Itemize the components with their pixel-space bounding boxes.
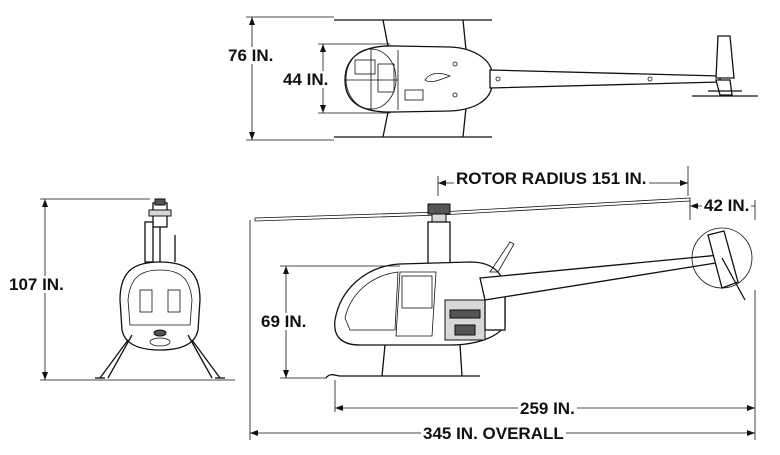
top-view [246,16,758,141]
side-view [249,166,756,440]
top-width-outer-label: 76 IN. [226,46,276,65]
tail-rotor-label: 42 IN. [702,196,752,215]
skid-length-label: 259 IN. [518,399,577,418]
top-width-inner-label: 44 IN. [281,70,331,89]
rotor-radius-label: ROTOR RADIUS 151 IN. [454,169,649,188]
front-view [40,198,235,381]
front-height-label: 107 IN. [7,275,66,294]
overall-length-label: 345 IN. OVERALL [421,424,566,443]
side-cabin-height-label: 69 IN. [259,312,309,331]
